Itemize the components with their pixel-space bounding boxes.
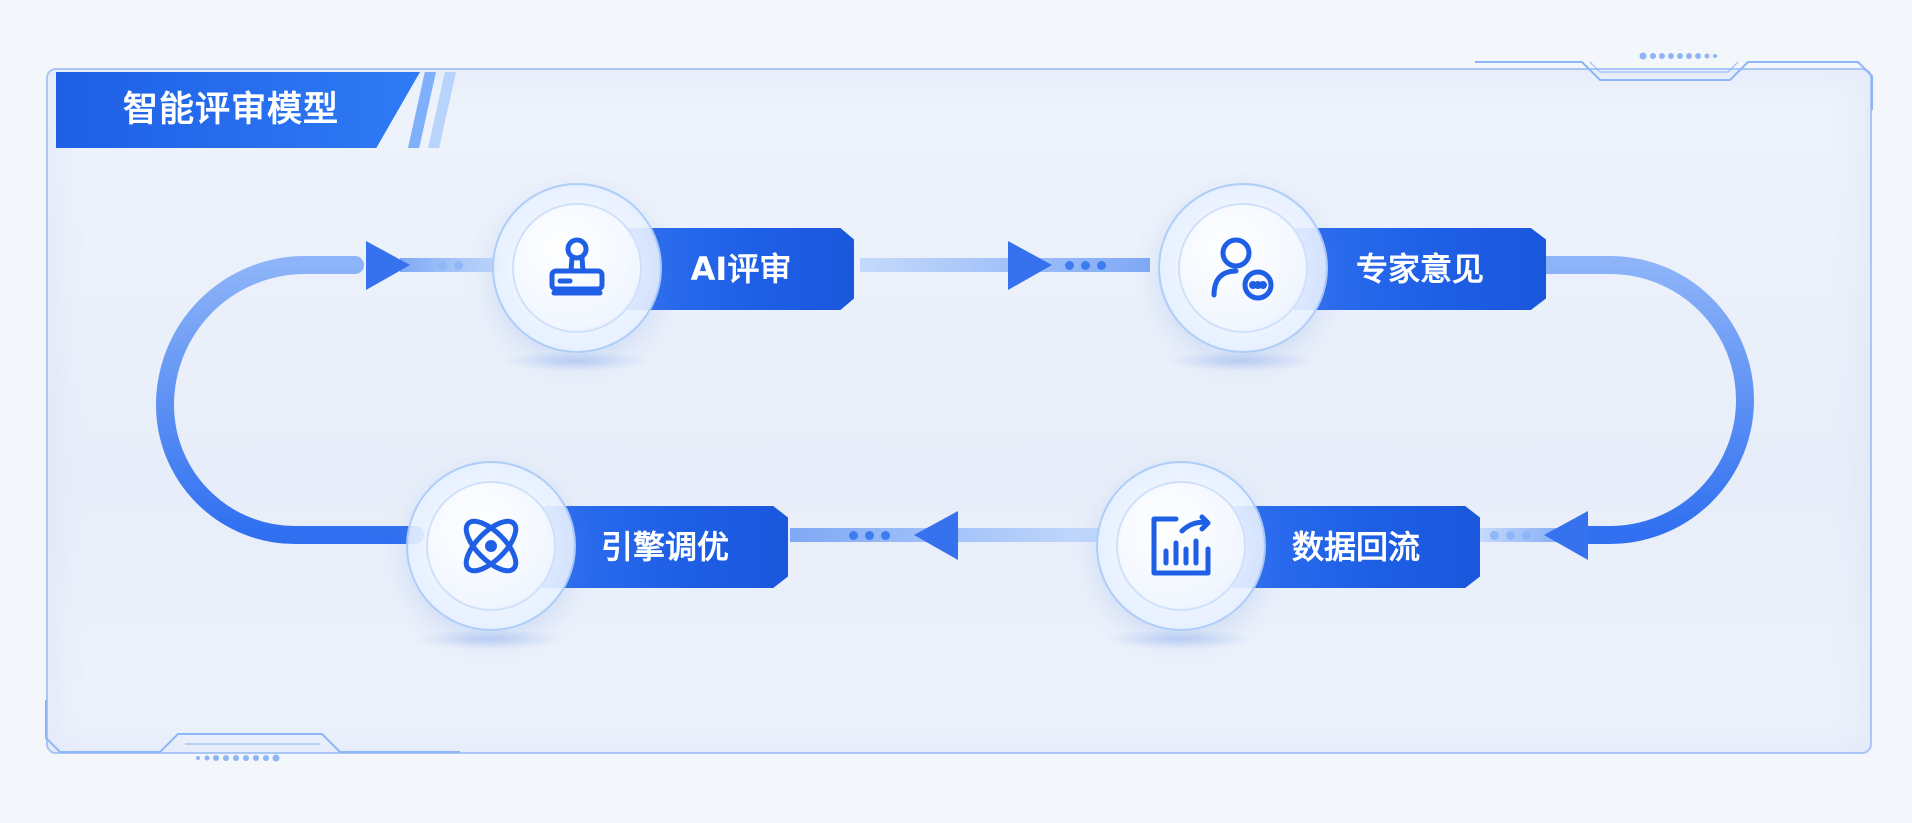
arrow-left-icon [1544, 511, 1588, 560]
title-tab: 智能评审模型 [56, 72, 420, 148]
arrow-right-icon [1008, 241, 1052, 290]
flow-dots [1490, 531, 1531, 540]
flow-dots [422, 261, 463, 270]
node-label: 数据回流 [1232, 506, 1480, 588]
arrow-right-icon [366, 241, 410, 290]
node-label: AI评审 [628, 228, 854, 310]
frame-decoration [45, 61, 1873, 753]
flow-dots [1065, 261, 1106, 270]
flow-dots [849, 531, 890, 540]
arrow-left-icon [914, 511, 958, 560]
loop-track-left [155, 256, 424, 544]
diagram-panel [46, 68, 1872, 754]
frame-dots [196, 52, 1717, 762]
bar-chart-arrow-icon [1151, 514, 1211, 576]
loop-track-right [1536, 256, 1755, 544]
node-label: 引擎调优 [542, 506, 788, 588]
atom-icon [463, 518, 519, 574]
stamp-icon [549, 237, 605, 296]
node-label: 专家意见 [1294, 228, 1546, 310]
user-chat-icon [1211, 237, 1274, 301]
connector-top-mid [860, 258, 1150, 272]
diagram-title: 智能评审模型 [123, 90, 340, 130]
